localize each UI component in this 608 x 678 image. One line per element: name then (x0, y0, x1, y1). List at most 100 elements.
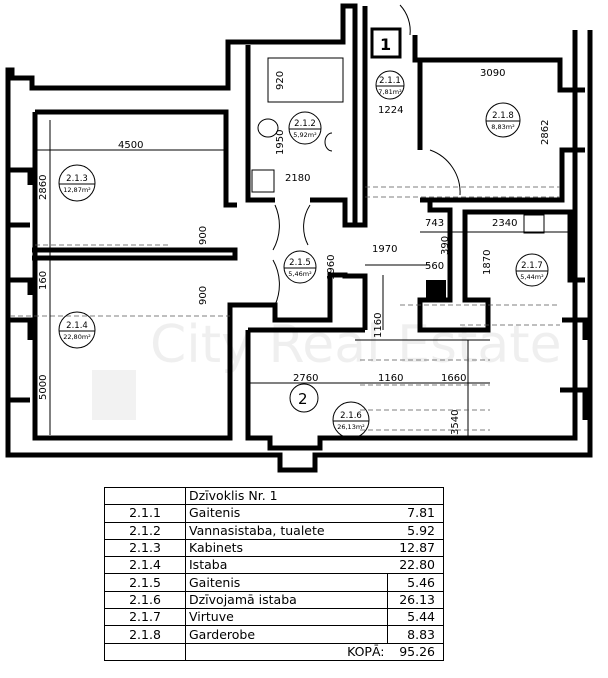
room-label-2-1-1: 2.1.1 7,81m² (375, 70, 405, 100)
room-id: 2.1.7 (521, 261, 543, 271)
room-number: 2.1.2 (104, 522, 186, 540)
room-circle (58, 311, 96, 349)
svg-text:1950: 1950 (275, 130, 286, 155)
svg-text:3540: 3540 (450, 410, 461, 435)
svg-text:160: 160 (38, 271, 49, 290)
svg-text:1960: 1960 (326, 255, 337, 280)
room-name: Vannasistaba, tualete (185, 522, 388, 540)
room-number: 2.1.6 (104, 591, 186, 610)
watermark-logo (92, 370, 136, 420)
room-label-2-1-8: 2.1.8 8,83m² (485, 102, 521, 138)
svg-text:1660: 1660 (441, 373, 466, 384)
room-area: 5,46m² (288, 270, 312, 278)
walls (5, 3, 593, 473)
room-number: 2.1.3 (104, 539, 186, 558)
svg-text:1870: 1870 (482, 250, 493, 275)
svg-text:2860: 2860 (38, 175, 49, 200)
svg-text:2862: 2862 (540, 120, 551, 145)
room-label-2-1-3: 2.1.312,87m² (58, 164, 96, 202)
room-area: 5,92m² (293, 131, 317, 139)
table-title: Dzīvoklis Nr. 1 (185, 487, 444, 506)
svg-text:2760: 2760 (293, 373, 318, 384)
room-label-2-1-7: 2.1.7 5,44m² (515, 253, 549, 287)
room-area: 5.44 (387, 608, 444, 627)
room-area: 22,80m² (63, 333, 91, 341)
room-number: 2.1.4 (104, 556, 186, 575)
room-number: 2.1.8 (104, 625, 186, 644)
room-circle (58, 164, 96, 202)
table-total-row: KOPĀ: 95.26 (104, 643, 444, 661)
svg-text:3090: 3090 (480, 68, 505, 79)
room-name: Gaitenis (185, 573, 388, 592)
room-id: 2.1.2 (294, 119, 316, 129)
svg-text:900: 900 (198, 226, 209, 245)
svg-text:560: 560 (425, 261, 444, 272)
room-name: Virtuve (185, 608, 388, 627)
room-circle (332, 401, 370, 439)
svg-text:1970: 1970 (372, 244, 397, 255)
room-name: Gaitenis (185, 504, 388, 523)
room-id: 2.1.5 (289, 258, 311, 268)
dimension-labels: 4500 2860 160 5000 900 900 920 1950 2180… (38, 35, 551, 435)
total-value: 95.26 (387, 643, 444, 661)
svg-text:1160: 1160 (373, 313, 384, 338)
room-id: 2.1.1 (379, 76, 401, 86)
room-area: 26.13 (387, 591, 444, 610)
room-id: 2.1.4 (66, 321, 88, 331)
room-id: 2.1.8 (492, 111, 514, 121)
room-area: 8.83 (387, 625, 444, 644)
entrance-number: 1 (380, 35, 391, 54)
room-area: 12,87m² (63, 186, 91, 194)
svg-text:1224: 1224 (378, 105, 403, 116)
room-labels: 2.1.17,81m²2.1.25,92m²2.1.312,87m²2.1.42… (58, 70, 549, 439)
room-area: 7.81 (387, 504, 444, 523)
entrance-marker (370, 27, 402, 59)
svg-text:743: 743 (425, 218, 444, 229)
room-name: Istaba (185, 556, 388, 575)
room-area: 7,81m² (378, 88, 402, 96)
room-area: 26,13m² (337, 423, 365, 431)
floor-plan: City Real Estate 4500 2860 160 (5, 3, 593, 473)
svg-text:2: 2 (298, 390, 308, 408)
svg-text:390: 390 (440, 236, 451, 255)
svg-text:920: 920 (275, 71, 286, 90)
room-area: 22.80 (387, 556, 444, 575)
room-name: Dzīvojamā istaba (185, 591, 388, 610)
svg-text:2180: 2180 (285, 173, 310, 184)
svg-text:2340: 2340 (492, 218, 517, 229)
room-area: 5,44m² (520, 273, 544, 281)
room-circle (485, 102, 521, 138)
watermark: City Real Estate (150, 315, 562, 375)
room-label-2-1-6: 2.1.6 26,13m² (332, 401, 370, 439)
zone-marker (289, 383, 319, 413)
room-number: 2.1.1 (104, 504, 186, 523)
total-label: KOPĀ: (185, 643, 388, 661)
room-area: 8,83m² (491, 123, 515, 131)
room-number: 2.1.5 (104, 573, 186, 592)
room-name: Kabinets (185, 539, 388, 558)
room-label-2-1-4: 2.1.4 22,80m² (58, 311, 96, 349)
room-area: 12.87 (387, 539, 444, 558)
svg-text:5000: 5000 (38, 375, 49, 400)
svg-text:1160: 1160 (378, 373, 403, 384)
room-label-2-1-5: 2.1.5 5,46m² (283, 250, 317, 284)
room-name: Garderobe (185, 625, 388, 644)
room-circle (288, 111, 322, 145)
svg-text:900: 900 (198, 286, 209, 305)
room-area: 5.46 (387, 573, 444, 592)
room-area: 5.92 (387, 522, 444, 540)
fixtures (10, 4, 570, 438)
room-id: 2.1.6 (340, 411, 362, 421)
room-circle (283, 250, 317, 284)
room-circle (375, 70, 405, 100)
room-label-2-1-2: 2.1.2 5,92m² (288, 111, 322, 145)
